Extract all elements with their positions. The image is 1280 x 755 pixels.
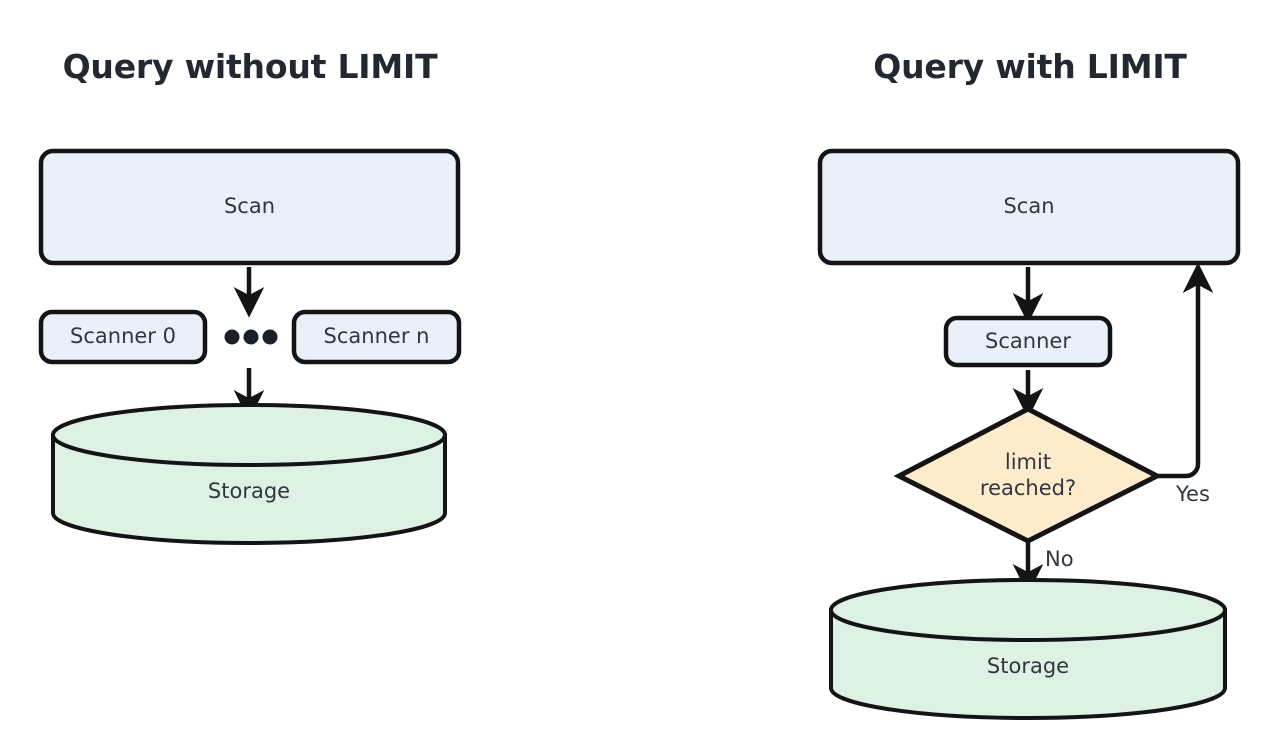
ellipsis-dots-icon [224, 329, 278, 345]
node-storage-left[interactable] [51, 403, 447, 545]
node-storage-right[interactable] [829, 578, 1227, 720]
node-decision-limit-reached[interactable] [893, 406, 1163, 544]
node-scanner-n[interactable] [291, 309, 462, 365]
node-scan-right[interactable] [817, 148, 1241, 266]
node-scan-left[interactable] [38, 148, 461, 266]
edge-decision-yes-to-scan [1157, 262, 1214, 479]
edge-label-yes: Yes [1176, 482, 1210, 506]
node-scanner-0[interactable] [38, 309, 208, 365]
panel-title-with-limit: Query with LIMIT [873, 47, 1187, 86]
panel-title-without-limit: Query without LIMIT [62, 47, 438, 86]
edge-label-no: No [1045, 547, 1074, 571]
node-scanner[interactable] [943, 315, 1113, 368]
